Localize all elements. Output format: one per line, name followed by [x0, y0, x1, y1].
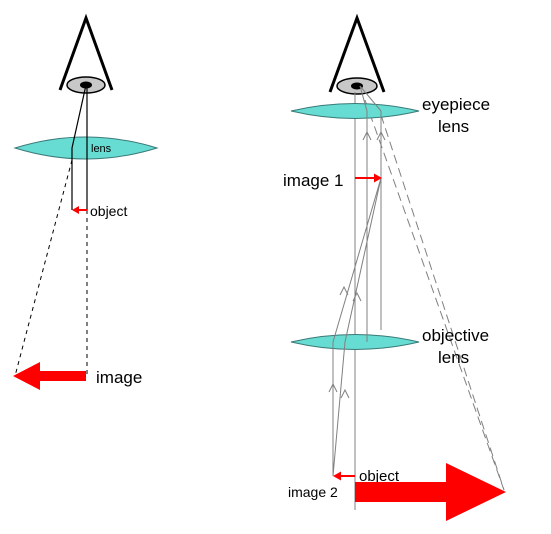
- right-object-label: object: [359, 468, 400, 485]
- image1-label: image 1: [283, 171, 343, 190]
- right-object-arrow: [333, 471, 355, 481]
- image2-label: image 2: [288, 484, 338, 500]
- microscope-diagram: eyepiece lens image 1 objective lens obj…: [283, 13, 506, 521]
- image2-arrow: [355, 463, 506, 521]
- eyepiece-label-line1: eyepiece: [422, 95, 490, 114]
- left-eye-icon: [58, 13, 114, 94]
- left-lens: [13, 136, 159, 160]
- light-rays: [332, 85, 382, 477]
- left-virtual-ray-dashed: [14, 159, 73, 377]
- image1-arrow: [355, 173, 382, 183]
- eyepiece-lens: [290, 103, 420, 119]
- objective-label-line2: lens: [438, 348, 469, 367]
- objective-lens: [290, 334, 420, 350]
- eyepiece-label-line2: lens: [438, 117, 469, 136]
- magnifier-diagram: lens object image: [13, 13, 159, 390]
- right-virtual-ray-dashed-1: [364, 99, 505, 491]
- left-lens-label: lens: [91, 143, 112, 155]
- right-eye-icon: [328, 13, 386, 95]
- ray-direction-markers: [328, 130, 386, 399]
- left-object-arrow: [72, 206, 87, 214]
- right-virtual-ray-dashed-2: [380, 114, 505, 491]
- left-ray-3: [71, 84, 87, 149]
- objective-label-line1: objective: [422, 326, 489, 345]
- left-image-label: image: [96, 368, 142, 387]
- left-object-label: object: [90, 203, 127, 219]
- left-image-arrow: [13, 362, 86, 390]
